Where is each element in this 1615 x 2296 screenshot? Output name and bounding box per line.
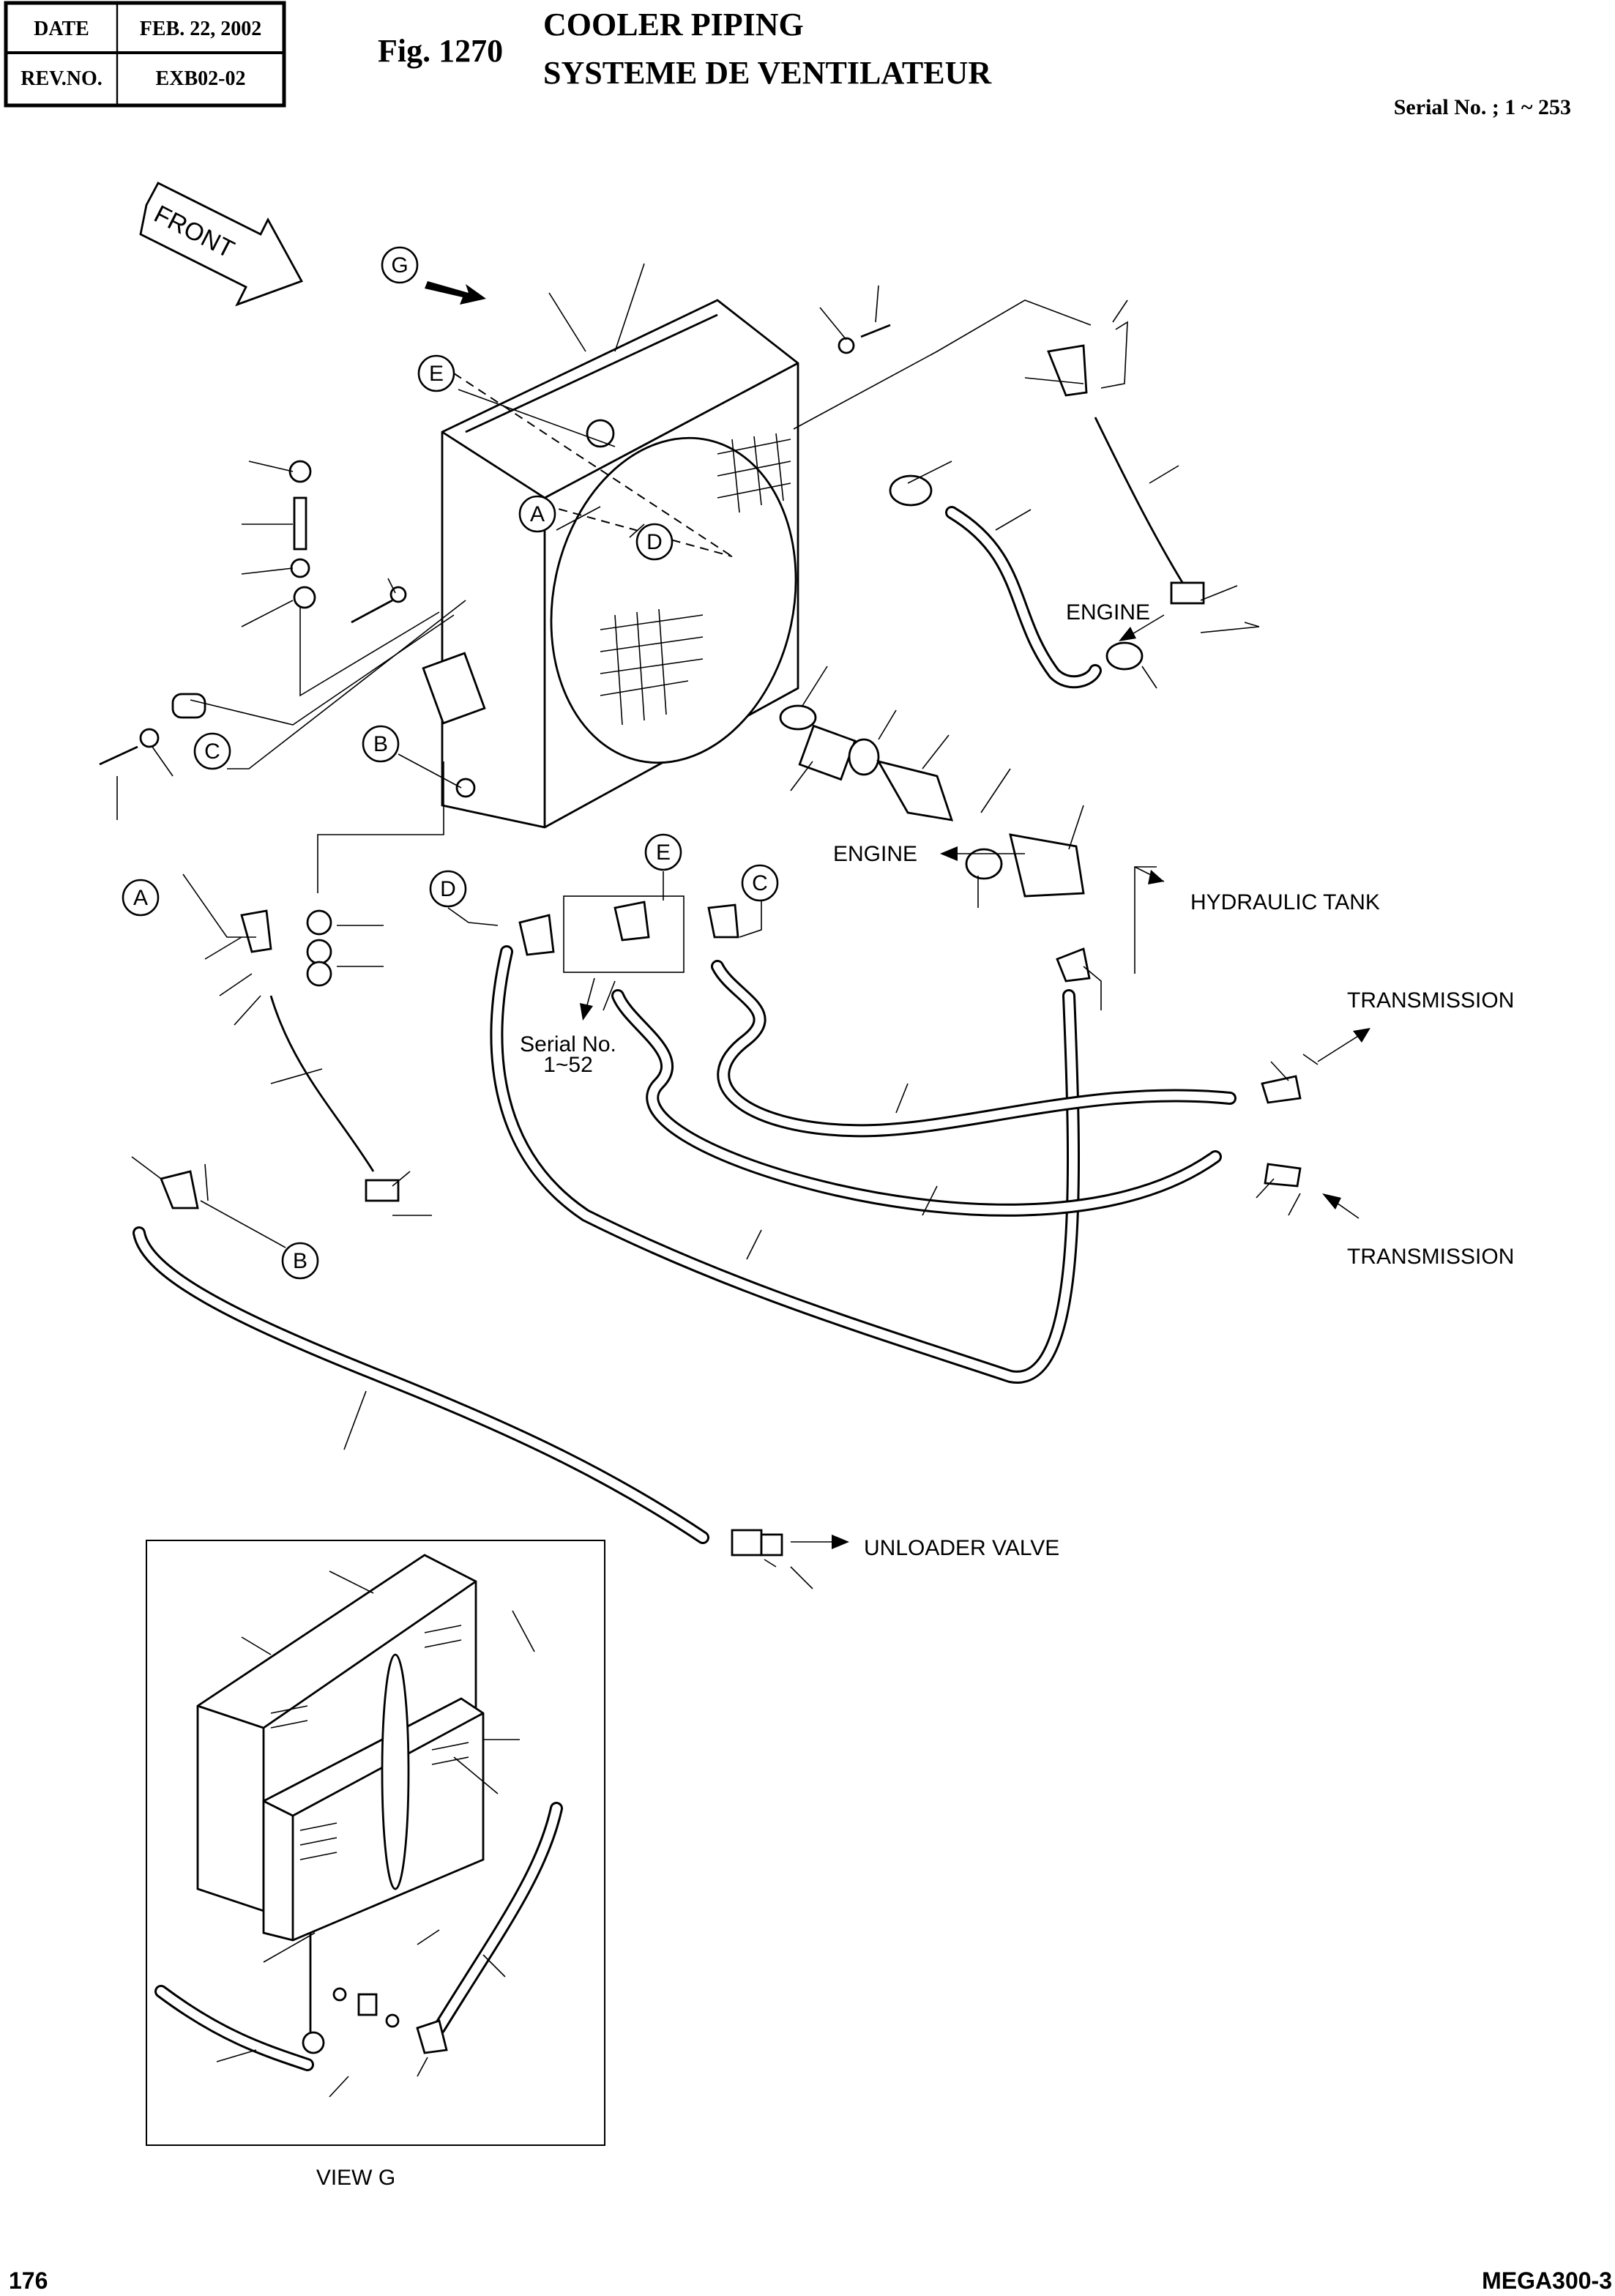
label-transmission-lower: TRANSMISSION xyxy=(1347,1245,1514,1269)
svg-text:E: E xyxy=(429,362,444,386)
svg-text:A: A xyxy=(133,886,148,910)
label-engine-lower: ENGINE xyxy=(833,842,917,866)
svg-text:A: A xyxy=(530,502,545,526)
label-view-g: VIEW G xyxy=(316,2166,395,2190)
figure-number: Fig. 1270 xyxy=(378,33,503,69)
title-french: SYSTEME DE VENTILATEUR xyxy=(543,55,992,91)
callout-d-mid: D xyxy=(429,870,467,908)
model-code: MEGA300-3 xyxy=(1482,2267,1612,2294)
svg-text:C: C xyxy=(204,739,220,764)
svg-text:D: D xyxy=(440,877,456,901)
callout-a-top: A xyxy=(518,495,556,533)
svg-text:B: B xyxy=(293,1249,307,1273)
callout-c-mid: C xyxy=(741,864,779,902)
direction-arrows xyxy=(580,614,1370,1549)
label-engine-upper: ENGINE xyxy=(1066,600,1150,625)
page-number: 176 xyxy=(9,2267,48,2294)
callout-c-left: C xyxy=(193,732,231,770)
rev-value: EXB02-02 xyxy=(156,67,246,90)
callout-e-top: E xyxy=(417,354,455,392)
view-g-inset xyxy=(146,1540,605,2146)
radiator-assembly xyxy=(422,299,799,829)
callout-b-top: B xyxy=(362,725,400,763)
serial-range: Serial No. ; 1 ~ 253 xyxy=(1394,95,1571,119)
title-english: COOLER PIPING xyxy=(543,7,804,42)
svg-text:D: D xyxy=(646,530,663,554)
callout-e-mid: E xyxy=(644,833,682,871)
label-hydraulic-tank: HYDRAULIC TANK xyxy=(1190,890,1380,914)
callout-a-left: A xyxy=(122,879,160,917)
callout-g: G xyxy=(381,246,419,284)
hoses xyxy=(133,945,1237,1544)
svg-text:C: C xyxy=(752,871,768,895)
svg-text:B: B xyxy=(373,732,388,756)
label-unloader-valve: UNLOADER VALVE xyxy=(864,1536,1059,1560)
front-arrow-icon: FRONT xyxy=(139,182,304,307)
view-direction-arrow-icon xyxy=(425,281,486,305)
callout-b-low: B xyxy=(281,1242,319,1280)
revision-table: DATE FEB. 22, 2002 REV.NO. EXB02-02 xyxy=(4,1,286,108)
label-transmission-upper: TRANSMISSION xyxy=(1347,988,1514,1013)
svg-text:G: G xyxy=(391,253,408,277)
date-label: DATE xyxy=(34,18,89,40)
label-serial-inset-line2: 1~52 xyxy=(543,1053,593,1077)
svg-text:E: E xyxy=(656,840,671,865)
engine-outlet-fittings xyxy=(779,704,1085,898)
date-value: FEB. 22, 2002 xyxy=(140,18,261,40)
callout-d-top: D xyxy=(635,523,674,561)
rev-label: REV.NO. xyxy=(20,67,102,90)
label-serial-inset-line1: Serial No. xyxy=(520,1032,616,1056)
